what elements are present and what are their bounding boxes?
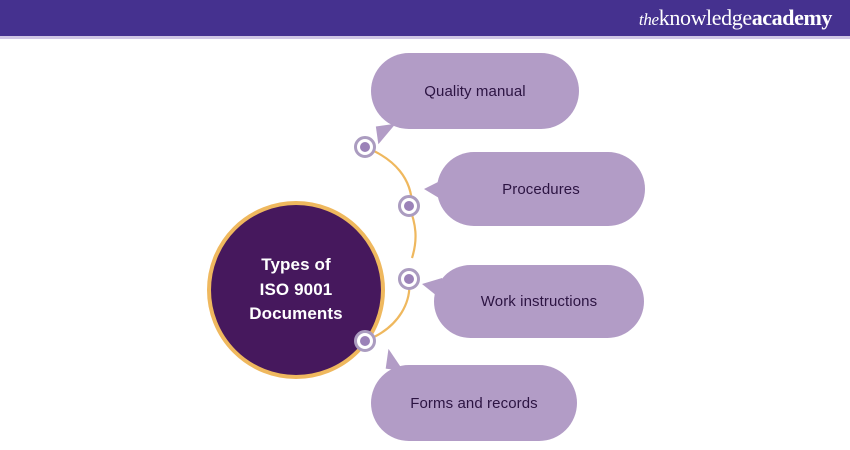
bubble-tail-icon	[422, 278, 442, 300]
hub-label-line-2: ISO 9001	[259, 279, 333, 299]
header-underline	[0, 36, 850, 39]
hub-label: Types of ISO 9001 Documents	[249, 253, 342, 327]
connector-dot-icon	[398, 268, 420, 290]
connector-dot-icon	[398, 195, 420, 217]
header-bar	[0, 0, 850, 36]
node-label: Forms and records	[410, 394, 538, 412]
connector-dot-core-icon	[404, 201, 414, 211]
bubble-tail-icon	[424, 179, 444, 201]
hub-label-line-1: Types of	[261, 255, 331, 275]
node-label: Procedures	[502, 180, 580, 198]
hub-label-line-3: Documents	[249, 304, 343, 324]
connector-dot-core-icon	[404, 274, 414, 284]
logo-text-the: the	[638, 10, 659, 29]
bubble-tail-icon	[385, 348, 407, 372]
logo-text-academy: academy	[751, 5, 833, 30]
connector-dot-core-icon	[360, 336, 370, 346]
node-label: Work instructions	[480, 293, 598, 310]
connector-dot-icon	[354, 136, 376, 158]
hub-and-spoke-diagram: Types of ISO 9001 Documents Quality manu…	[0, 39, 850, 450]
node-bubble-quality-manual[interactable]: Quality manual	[371, 53, 579, 145]
node-bubble-forms-and-records[interactable]: Forms and records	[371, 348, 577, 441]
node-bubble-work-instructions[interactable]: Work instructions	[422, 265, 644, 338]
connector-dot-core-icon	[360, 142, 370, 152]
node-bubble-procedures[interactable]: Procedures	[424, 152, 645, 226]
node-label: Quality manual	[424, 82, 526, 100]
connector-dot-icon	[354, 330, 376, 352]
logo-text-knowledge: knowledge	[658, 5, 752, 30]
hub-node: Types of ISO 9001 Documents	[207, 201, 385, 379]
bubble-tail-icon	[375, 123, 399, 145]
